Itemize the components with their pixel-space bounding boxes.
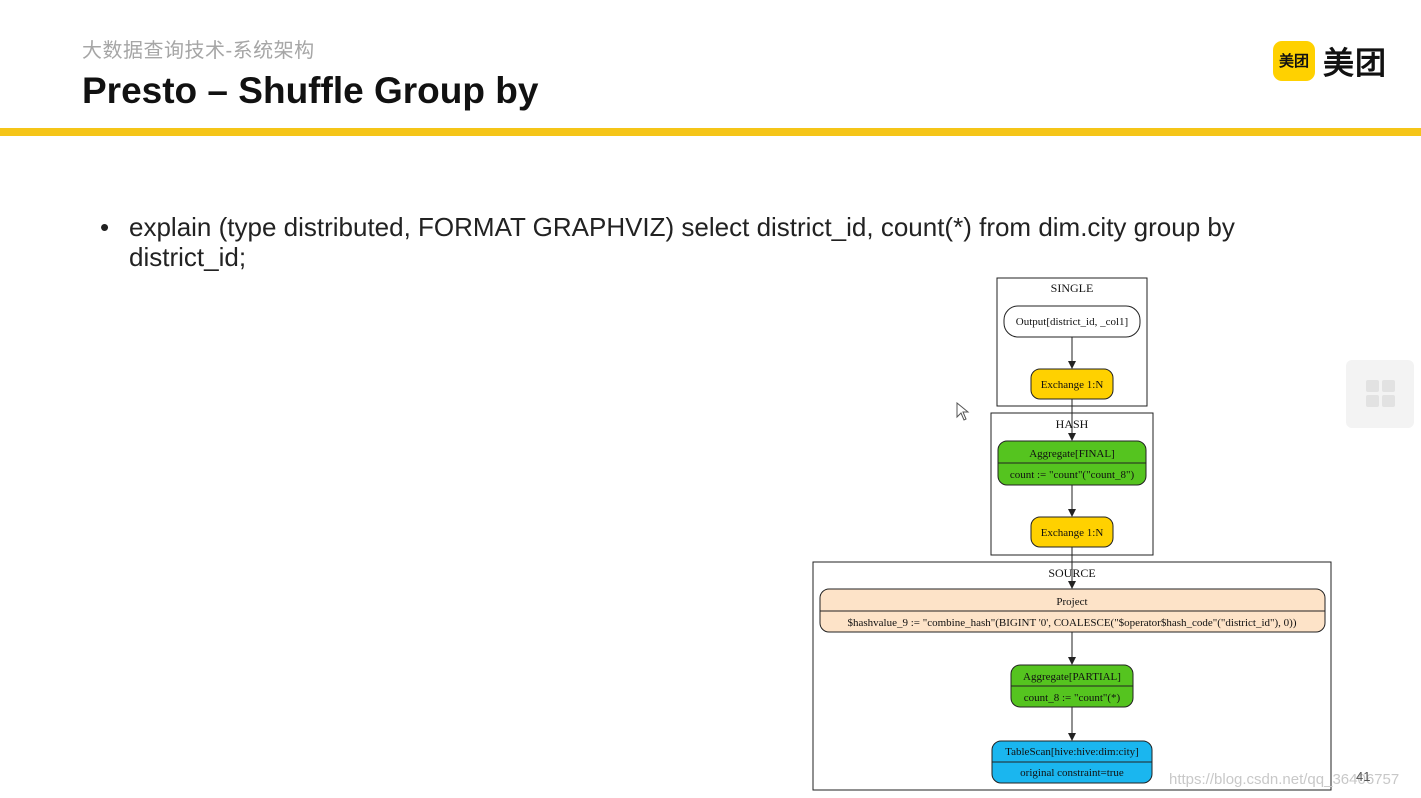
tablescan-title: TableScan[hive:hive:dim:city] xyxy=(1005,746,1139,758)
page-number: 41 xyxy=(1356,769,1371,784)
exchange-node-2 xyxy=(1030,516,1114,548)
output-node xyxy=(1003,305,1141,338)
explain-query-text: explain (type distributed, FORMAT GRAPHV… xyxy=(129,212,1235,272)
section-subtitle: 大数据查询技术-系统架构 xyxy=(82,40,315,62)
source-watermark: https://blog.csdn.net/qq_36406757 xyxy=(1169,771,1400,788)
output-node-label: Output[district_id, _col1] xyxy=(1016,316,1128,328)
logo-badge: 美团 xyxy=(1273,40,1315,81)
grid-icon-cell xyxy=(1382,395,1395,407)
cluster-single-label: SINGLE xyxy=(1051,281,1094,295)
exchange-node-1-label: Exchange 1:N xyxy=(1041,379,1104,391)
exchange-node-1 xyxy=(1030,368,1114,400)
logo-text: 美团 xyxy=(1323,46,1387,81)
grid-icon-cell xyxy=(1382,380,1395,392)
project-title: Project xyxy=(1056,596,1087,608)
grid-icon-cell xyxy=(1366,395,1379,407)
exchange-node-2-label: Exchange 1:N xyxy=(1041,527,1104,539)
side-panel-toggle-button[interactable] xyxy=(1346,360,1414,428)
project-detail: $hashvalue_9 := "combine_hash"(BIGINT '0… xyxy=(847,617,1296,629)
aggregate-final-title: Aggregate[FINAL] xyxy=(1029,448,1115,460)
mouse-cursor-icon xyxy=(956,402,970,421)
grid-icon xyxy=(1366,380,1379,392)
aggregate-final-detail: count := "count"("count_8") xyxy=(1010,469,1135,481)
meituan-logo: 美团 美团 xyxy=(1273,38,1387,83)
header-accent-rule xyxy=(0,128,1421,136)
bullet-marker: • xyxy=(100,212,110,242)
aggregate-partial-detail: count_8 := "count"(*) xyxy=(1024,692,1121,704)
aggregate-partial-title: Aggregate[PARTIAL] xyxy=(1023,671,1121,683)
slide-title: Presto – Shuffle Group by xyxy=(82,70,539,111)
tablescan-detail: original constraint=true xyxy=(1020,767,1124,779)
